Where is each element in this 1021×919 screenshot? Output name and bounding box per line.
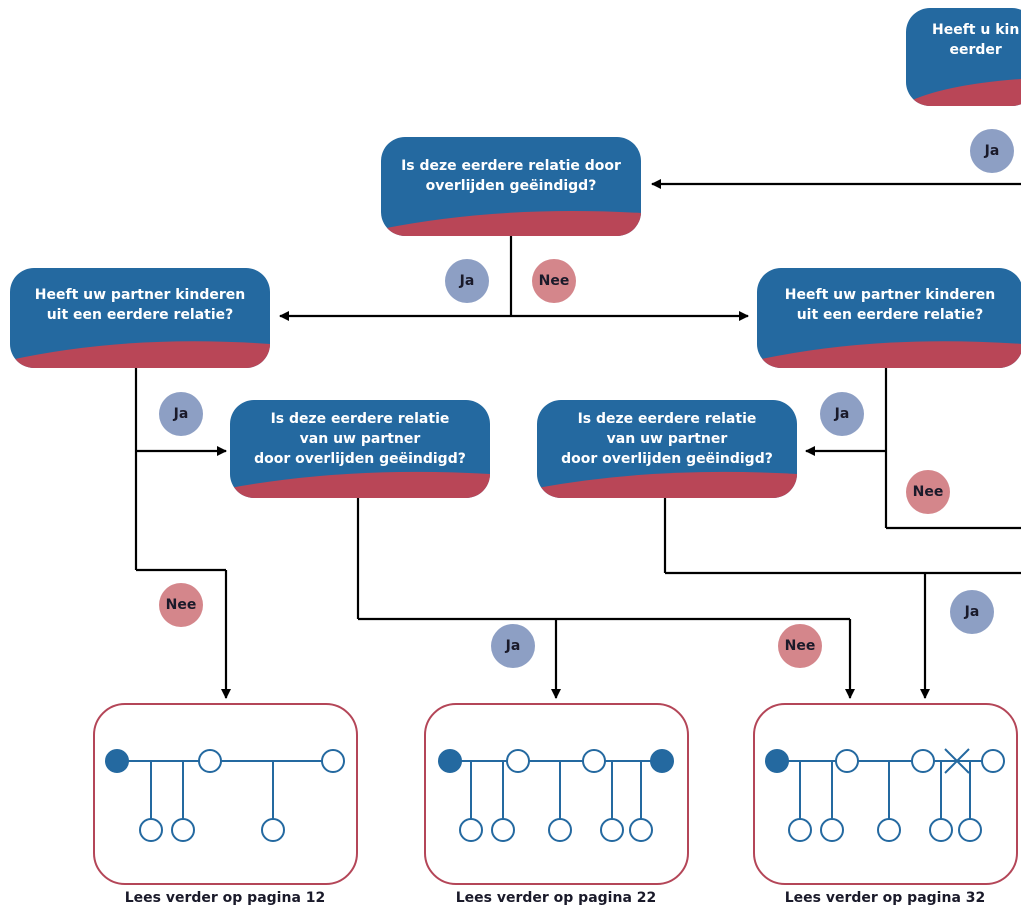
badge-ja: Ja: [491, 624, 535, 668]
badge-nee: Nee: [532, 259, 576, 303]
question-box-partner-overlijden-left: Is deze eerdere relatie van uw partner d…: [230, 400, 490, 498]
result-label-32: Lees verder op pagina 32: [784, 890, 986, 906]
question-box-overlijden: Is deze eerdere relatie door overlijden …: [381, 137, 641, 236]
result-label-22: Lees verder op pagina 22: [455, 890, 657, 906]
family-tree-icon: [105, 749, 345, 842]
result-box-12: [93, 703, 358, 885]
question-text: Is deze eerdere relatie door overlijden …: [401, 157, 621, 194]
question-box-partner-left: Heeft uw partner kinderen uit een eerder…: [10, 268, 270, 368]
result-box-32: [753, 703, 1018, 885]
question-box-bg: [757, 268, 1021, 368]
badge-ja: Ja: [159, 392, 203, 436]
question-box-bg: [10, 268, 270, 368]
badge-ja: Ja: [970, 129, 1014, 173]
connector-lines: [134, 179, 1021, 699]
result-label-12: Lees verder op pagina 12: [124, 890, 326, 906]
question-text: Heeft u kin eerder: [932, 22, 1020, 58]
badge-ja: Ja: [445, 259, 489, 303]
question-text: Is deze eerdere relatie van uw partner d…: [254, 411, 466, 467]
question-text: Is deze eerdere relatie van uw partner d…: [561, 411, 773, 467]
badge-ja: Ja: [950, 590, 994, 634]
result-box-22: [424, 703, 689, 885]
question-box-bg: [381, 137, 641, 236]
question-box-top-partial: Heeft u kin eerder: [906, 8, 1021, 106]
question-box-partner-right: Heeft uw partner kinderen uit een eerder…: [757, 268, 1021, 368]
question-box-bg: [906, 8, 1021, 106]
question-text: Heeft uw partner kinderen uit een eerder…: [784, 287, 996, 323]
question-box-bg: [537, 400, 797, 498]
badge-nee: Nee: [159, 583, 203, 627]
family-tree-icon: [438, 749, 674, 842]
question-text: Heeft uw partner kinderen uit een eerder…: [34, 287, 246, 323]
question-box-bg: [230, 400, 490, 498]
question-box-partner-overlijden-right: Is deze eerdere relatie van uw partner d…: [537, 400, 797, 498]
badge-ja: Ja: [820, 392, 864, 436]
badge-nee: Nee: [906, 470, 950, 514]
badge-nee: Nee: [778, 624, 822, 668]
family-tree-icon: [765, 748, 1005, 842]
